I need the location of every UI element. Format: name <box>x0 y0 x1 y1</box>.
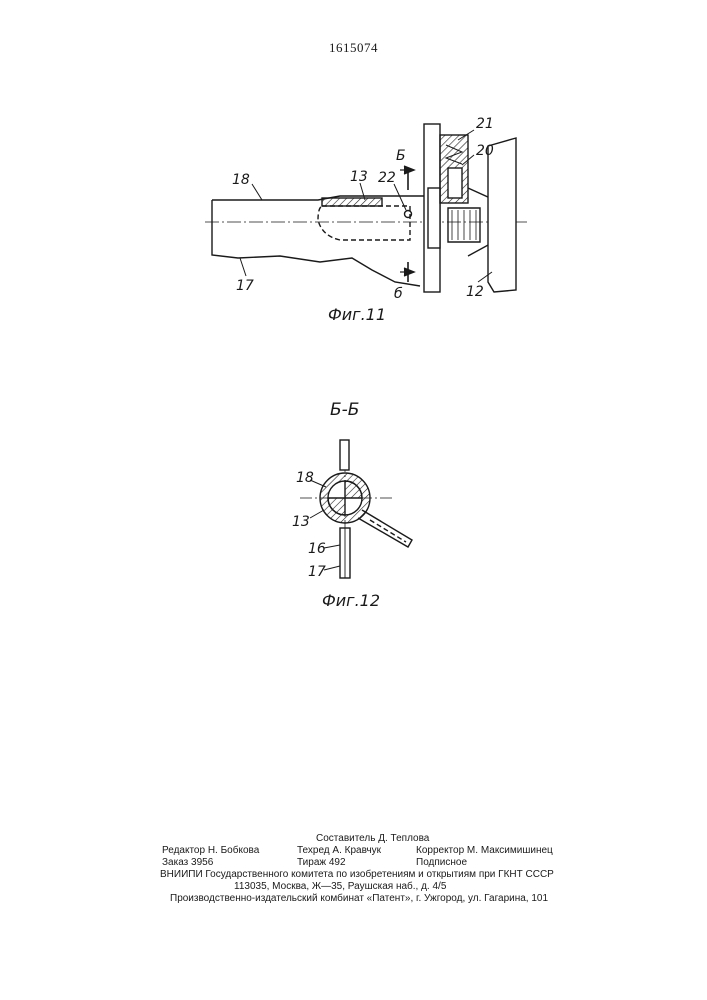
imprint-compiler: Составитель Д. Теплова <box>316 833 429 845</box>
imprint-vniipi: ВНИИПИ Государственного комитета по изоб… <box>160 869 554 881</box>
figure-12 <box>300 440 412 580</box>
fig11-section-mark-top: Б <box>396 148 406 164</box>
fig12-section-title: Б-Б <box>330 400 359 420</box>
imprint-editor: Редактор Н. Бобкова <box>162 845 259 857</box>
imprint-order: Заказ 3956 <box>162 857 213 869</box>
imprint-techred: Техред А. Кравчук <box>297 845 381 857</box>
fig12-label-17: 17 <box>308 564 326 580</box>
imprint-corrector: Корректор М. Максимишинец <box>416 845 553 857</box>
imprint-address: 113035, Москва, Ж—35, Раушская наб., д. … <box>234 881 446 893</box>
fig11-label-22: 22 <box>378 170 396 186</box>
fig11-label-17: 17 <box>236 278 254 294</box>
fig11-caption: Фиг.11 <box>328 305 386 324</box>
fig12-caption: Фиг.12 <box>322 591 380 610</box>
imprint-publisher: Производственно-издательский комбинат «П… <box>170 893 548 905</box>
imprint-circulation: Тираж 492 <box>297 857 346 869</box>
imprint-subscription: Подписное <box>416 857 467 869</box>
fig12-label-16: 16 <box>308 541 326 557</box>
fig11-label-13: 13 <box>350 169 368 185</box>
fig11-label-18: 18 <box>232 172 250 188</box>
fig11-label-20: 20 <box>476 143 494 159</box>
fig12-label-13: 13 <box>292 514 310 530</box>
fig11-label-21: 21 <box>476 116 494 132</box>
fig12-label-18: 18 <box>296 470 314 486</box>
fig11-label-12: 12 <box>466 284 484 300</box>
fig11-section-mark-bottom: б <box>394 286 403 302</box>
